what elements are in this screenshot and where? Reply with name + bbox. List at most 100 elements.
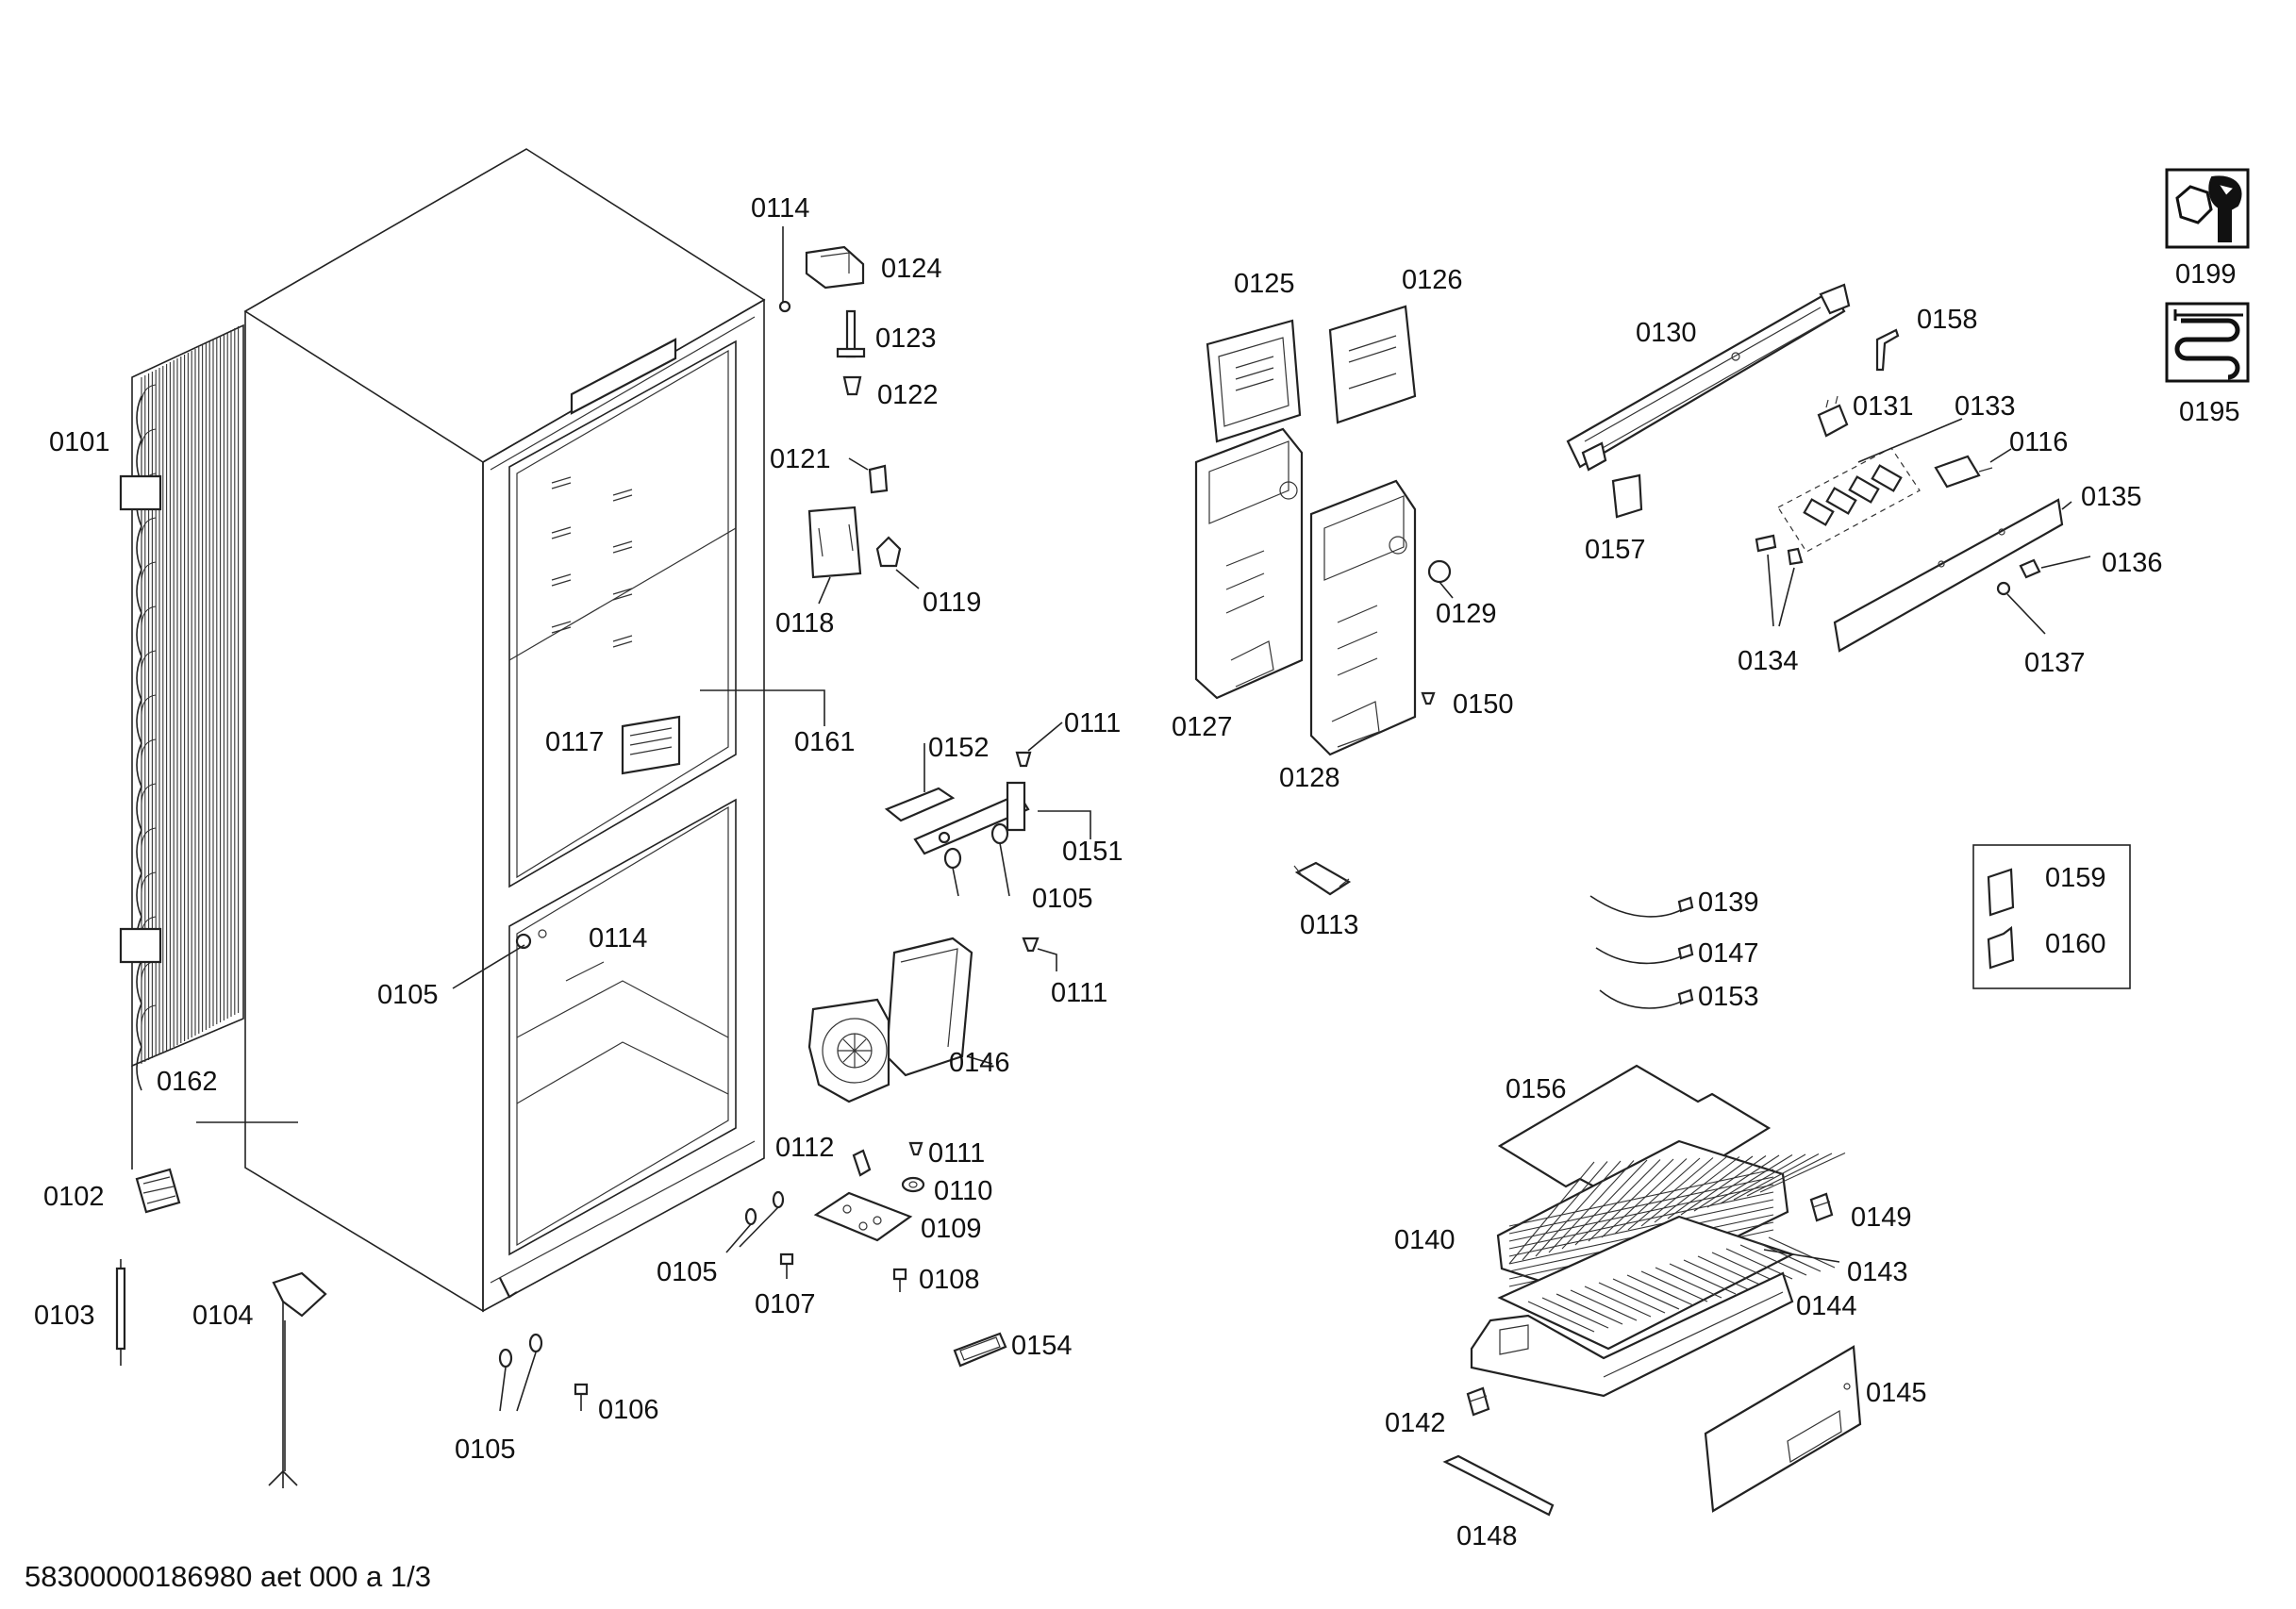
part-0158-clip	[1875, 328, 1900, 372]
part-0129-knob	[1427, 559, 1454, 599]
part-0111-screw-b	[1022, 937, 1057, 971]
label-0142: 0142	[1385, 1408, 1446, 1438]
label-0148: 0148	[1456, 1521, 1518, 1551]
label-0195: 0195	[2179, 397, 2240, 427]
label-0108: 0108	[919, 1265, 980, 1295]
label-0129: 0129	[1436, 599, 1497, 629]
label-0121: 0121	[770, 444, 831, 474]
label-0112: 0112	[775, 1133, 834, 1163]
part-0144-housing	[1470, 1271, 1794, 1398]
part-0127-housing	[1194, 427, 1304, 700]
part-0103-sensor	[115, 1259, 126, 1366]
label-0104: 0104	[192, 1301, 254, 1331]
part-0118-plate	[807, 506, 862, 605]
label-0147: 0147	[1698, 938, 1759, 969]
part-0121-clip	[848, 457, 889, 494]
part-0108-screw	[892, 1268, 907, 1292]
part-0150-screw	[1421, 691, 1436, 705]
label-0134: 0134	[1738, 646, 1799, 676]
part-0106-screw	[574, 1383, 589, 1411]
label-0127: 0127	[1172, 712, 1233, 742]
part-0152-bracket	[884, 743, 956, 822]
label-0123: 0123	[875, 323, 937, 354]
part-0148-rail	[1442, 1454, 1555, 1517]
part-0125-panel	[1206, 319, 1302, 443]
condenser-coil	[119, 323, 244, 1169]
wrench-nut-icon	[2165, 168, 2250, 249]
fridge-cabinet	[243, 148, 766, 1313]
label-0162: 0162	[157, 1067, 218, 1097]
label-0110: 0110	[934, 1176, 992, 1206]
label-0150: 0150	[1453, 689, 1514, 720]
label-0107: 0107	[755, 1289, 816, 1319]
part-0146-fan	[807, 937, 993, 1103]
part-0135-strip	[1833, 498, 2072, 653]
part-0109-hinge-plate	[813, 1191, 913, 1242]
label-0113: 0113	[1300, 910, 1358, 940]
part-0111-screw-c	[908, 1141, 923, 1156]
label-0143: 0143	[1847, 1257, 1908, 1287]
label-0111-c: 0111	[928, 1138, 985, 1169]
label-0111-a: 0111	[1064, 708, 1121, 738]
part-0112-clip	[852, 1149, 872, 1177]
label-0109: 0109	[921, 1214, 982, 1244]
parts-box-0159-0160	[1972, 844, 2131, 989]
label-0105-a: 0105	[377, 980, 439, 1010]
part-0134-pins	[1755, 534, 1804, 627]
label-0102: 0102	[43, 1182, 105, 1212]
label-0137: 0137	[2024, 648, 2086, 678]
part-0145-cover	[1704, 1345, 1862, 1513]
part-0128-housing	[1309, 479, 1417, 756]
part-0111-screw-a	[1015, 722, 1063, 768]
label-0139: 0139	[1698, 887, 1759, 918]
label-0145: 0145	[1866, 1378, 1927, 1408]
label-0116: 0116	[2009, 427, 2068, 457]
part-0107-screw	[779, 1252, 794, 1279]
part-0133-switches	[1777, 418, 1963, 553]
label-0101: 0101	[49, 427, 110, 457]
label-0154: 0154	[1011, 1331, 1073, 1361]
label-0157: 0157	[1585, 535, 1646, 565]
label-0199: 0199	[2175, 259, 2237, 290]
part-0126-panel	[1328, 305, 1417, 424]
label-0136: 0136	[2102, 548, 2163, 578]
label-0153: 0153	[1698, 982, 1759, 1012]
label-0118: 0118	[775, 608, 834, 639]
label-0146: 0146	[949, 1048, 1010, 1078]
refrigerant-coil-icon	[2165, 302, 2250, 383]
label-0119: 0119	[923, 588, 981, 618]
part-0142-clip	[1466, 1386, 1490, 1417]
label-0151: 0151	[1062, 837, 1123, 867]
part-0119-clip	[875, 536, 920, 589]
part-0151-hinge	[913, 781, 1091, 855]
label-0160: 0160	[2045, 929, 2106, 959]
label-0114-b: 0114	[751, 193, 809, 224]
part-0110-washer	[901, 1176, 925, 1193]
part-0131-plug	[1817, 395, 1849, 438]
part-0143-tray	[1497, 1215, 1840, 1351]
label-0130: 0130	[1636, 318, 1697, 348]
label-0126: 0126	[1402, 265, 1463, 295]
part-0123-pin	[836, 309, 866, 358]
label-0152: 0152	[928, 733, 990, 763]
drawing-reference-footer: 58300000186980 aet 000 a 1/3	[25, 1560, 431, 1593]
label-0105-d: 0105	[657, 1257, 718, 1287]
part-0149-clip	[1809, 1192, 1834, 1222]
part-0137-clip	[1996, 581, 2046, 635]
label-0117: 0117	[545, 727, 604, 757]
label-0106: 0106	[598, 1395, 659, 1425]
label-0149: 0149	[1851, 1203, 1912, 1233]
part-number-labels: 0101 0102 0103 0104 0162 0105 0114 0117 …	[34, 193, 2240, 1551]
label-0131: 0131	[1853, 391, 1914, 422]
label-0161: 0161	[794, 727, 856, 757]
part-0105-feet-mid	[725, 1190, 785, 1253]
part-0157-cover	[1611, 473, 1643, 519]
part-0136-clip	[2019, 556, 2091, 579]
wire-harnesses	[1589, 895, 1694, 1009]
label-0144: 0144	[1796, 1291, 1857, 1321]
part-0156-insulation-sheet	[1497, 1064, 1772, 1211]
label-0105-c: 0105	[1032, 884, 1093, 914]
part-0102-clip	[135, 1168, 181, 1214]
part-0130-control-rail	[1566, 283, 1851, 472]
